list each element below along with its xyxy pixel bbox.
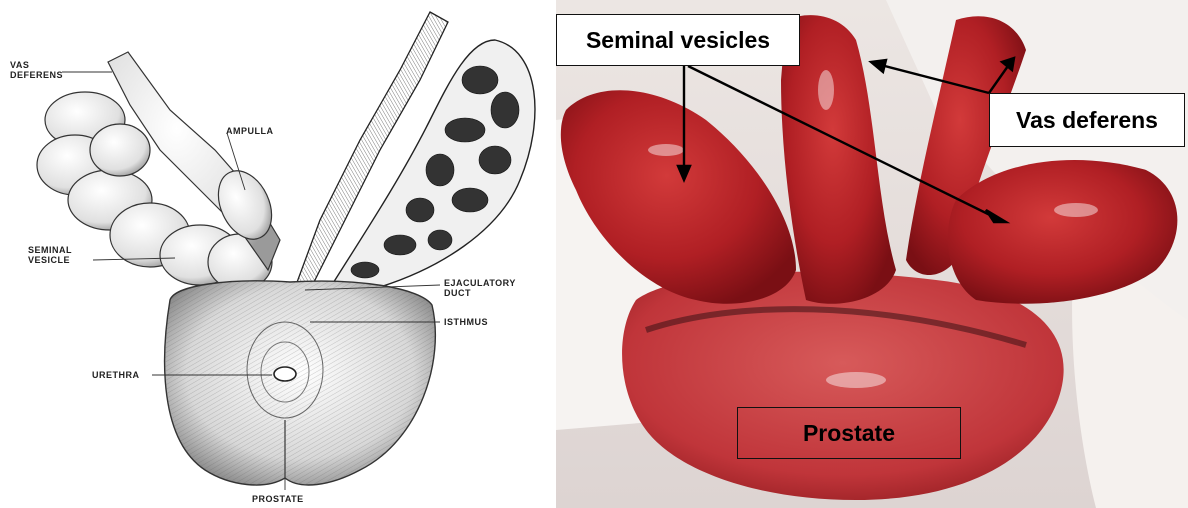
specimen-photo: Seminal vesicles Vas deferens Prostate xyxy=(556,0,1188,508)
label-isthmus: ISTHMUS xyxy=(444,317,488,327)
label-seminal-vesicle: SEMINAL VESICLE xyxy=(28,245,72,265)
label-urethra: URETHRA xyxy=(92,370,140,380)
label-ejaculatory-duct: EJACULATORY DUCT xyxy=(444,278,516,298)
right-sectioned-drawing xyxy=(296,12,535,290)
illustration-drawing xyxy=(0,0,548,508)
label-vas-deferens-photo: Vas deferens xyxy=(989,93,1185,147)
prostate-drawing xyxy=(165,281,436,485)
label-ampulla: AMPULLA xyxy=(226,126,274,136)
label-prostate-photo: Prostate xyxy=(737,407,961,459)
anatomy-illustration: VAS DEFERENS AMPULLA SEMINAL VESICLE EJA… xyxy=(0,0,548,508)
label-vas-deferens: VAS DEFERENS xyxy=(10,60,63,80)
label-seminal-vesicles: Seminal vesicles xyxy=(556,14,800,66)
label-prostate: PROSTATE xyxy=(252,494,304,504)
